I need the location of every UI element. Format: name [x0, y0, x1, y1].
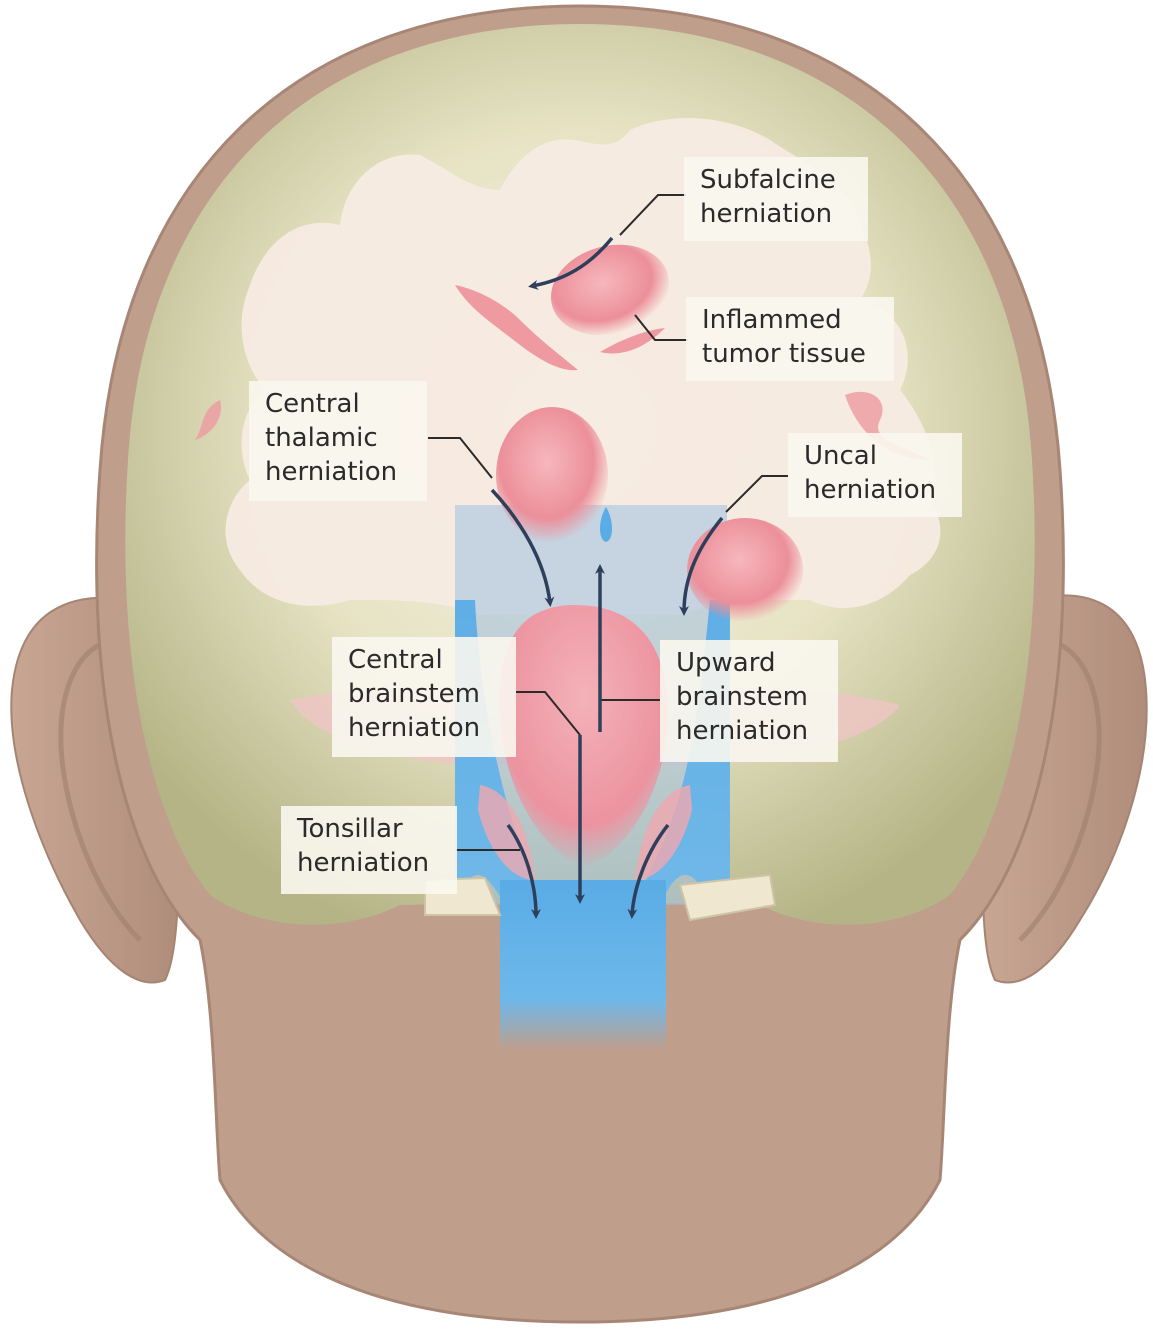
label-tonsillar-herniation: Tonsillar herniation — [281, 806, 457, 894]
label-line: Uncal — [804, 439, 944, 473]
lesion-thalamic — [496, 407, 608, 543]
label-central-thalamic-herniation: Central thalamic herniation — [249, 381, 427, 501]
label-line: herniation — [804, 473, 944, 507]
label-line: Subfalcine — [700, 163, 850, 197]
spinal-cord — [500, 880, 666, 1050]
label-line: Tonsillar — [297, 812, 439, 846]
label-uncal-herniation: Uncal herniation — [788, 433, 962, 517]
label-line: herniation — [265, 455, 409, 489]
label-upward-brainstem-herniation: Upward brainstem herniation — [660, 640, 838, 762]
label-line: herniation — [297, 846, 439, 880]
label-line: Upward — [676, 646, 820, 680]
label-line: herniation — [348, 711, 498, 745]
label-central-brainstem-herniation: Central brainstem herniation — [332, 637, 516, 757]
label-line: herniation — [676, 714, 820, 748]
label-inflammed-tumor-tissue: Inflammed tumor tissue — [686, 297, 894, 381]
label-line: Inflammed — [702, 303, 876, 337]
label-line: herniation — [700, 197, 850, 231]
label-line: Central — [348, 643, 498, 677]
label-line: tumor tissue — [702, 337, 876, 371]
label-line: thalamic — [265, 421, 409, 455]
label-line: brainstem — [348, 677, 498, 711]
lesion-uncal — [687, 518, 803, 622]
label-subfalcine-herniation: Subfalcine herniation — [684, 157, 868, 241]
label-line: Central — [265, 387, 409, 421]
label-line: brainstem — [676, 680, 820, 714]
